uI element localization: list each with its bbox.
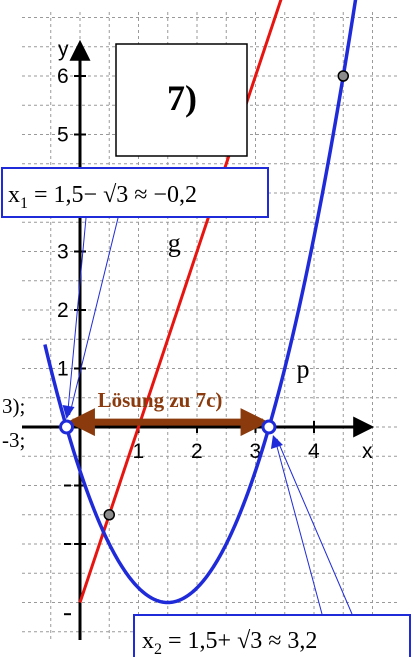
cutoff-fragment: 3); bbox=[2, 394, 25, 418]
annotations: 7)Lösung zu 7c)x1 = 1,5− √3 ≈ −0,2x2 = 1… bbox=[1, 43, 411, 657]
x-tick-label: 2 bbox=[191, 440, 203, 463]
callout-x2-text: x2 = 1,5+ √3 ≈ 3,2 bbox=[142, 628, 317, 657]
x-tick-label: 1 bbox=[133, 440, 145, 463]
callout-x1-box bbox=[1, 167, 269, 218]
callout-x2-pointer bbox=[276, 438, 353, 615]
callout-x2-var: x bbox=[142, 628, 154, 654]
series-p-curve bbox=[43, 0, 358, 605]
callout-x1-sub: 1 bbox=[20, 195, 28, 212]
series-g-label: g bbox=[168, 229, 181, 258]
y-tick-label: 1 bbox=[57, 358, 69, 381]
y-tick-label: 6 bbox=[57, 65, 69, 88]
y-tick-label: 3 bbox=[57, 241, 69, 264]
x-tick-label: 4 bbox=[308, 440, 320, 463]
y-axis-label: y bbox=[58, 38, 69, 61]
x-tick-label: 3 bbox=[250, 440, 262, 463]
series-p-label: p bbox=[296, 354, 309, 383]
callout-x2-expr: = 1,5+ √3 ≈ 3,2 bbox=[162, 628, 317, 654]
x-axis-label: x bbox=[362, 440, 373, 463]
callout-x1-expr: = 1,5− √3 ≈ −0,2 bbox=[28, 182, 197, 208]
callout-x1-pointer bbox=[67, 217, 87, 416]
intersection-point bbox=[103, 509, 115, 521]
title-box bbox=[115, 43, 248, 157]
y-tick-label: 2 bbox=[57, 299, 69, 322]
root-point bbox=[59, 419, 75, 435]
callout-x1-pointer bbox=[69, 217, 119, 416]
callout-x2-pointer bbox=[274, 438, 323, 615]
solution-label: Lösung zu 7c) bbox=[98, 388, 223, 412]
cutoff-fragment: -3; bbox=[2, 428, 25, 452]
intersection-point bbox=[337, 70, 349, 82]
callout-x1-var: x bbox=[8, 182, 20, 208]
callout-x1-arrowhead bbox=[62, 405, 75, 419]
callout-x2-sub: 2 bbox=[154, 641, 162, 657]
y-tick-label: 5 bbox=[57, 124, 69, 147]
root-point bbox=[261, 419, 277, 435]
callout-x2-arrowhead bbox=[270, 435, 283, 449]
title-box-label: 7) bbox=[167, 78, 197, 118]
callout-x2-box bbox=[133, 614, 411, 657]
callout-x1-text: x1 = 1,5− √3 ≈ −0,2 bbox=[8, 182, 197, 212]
